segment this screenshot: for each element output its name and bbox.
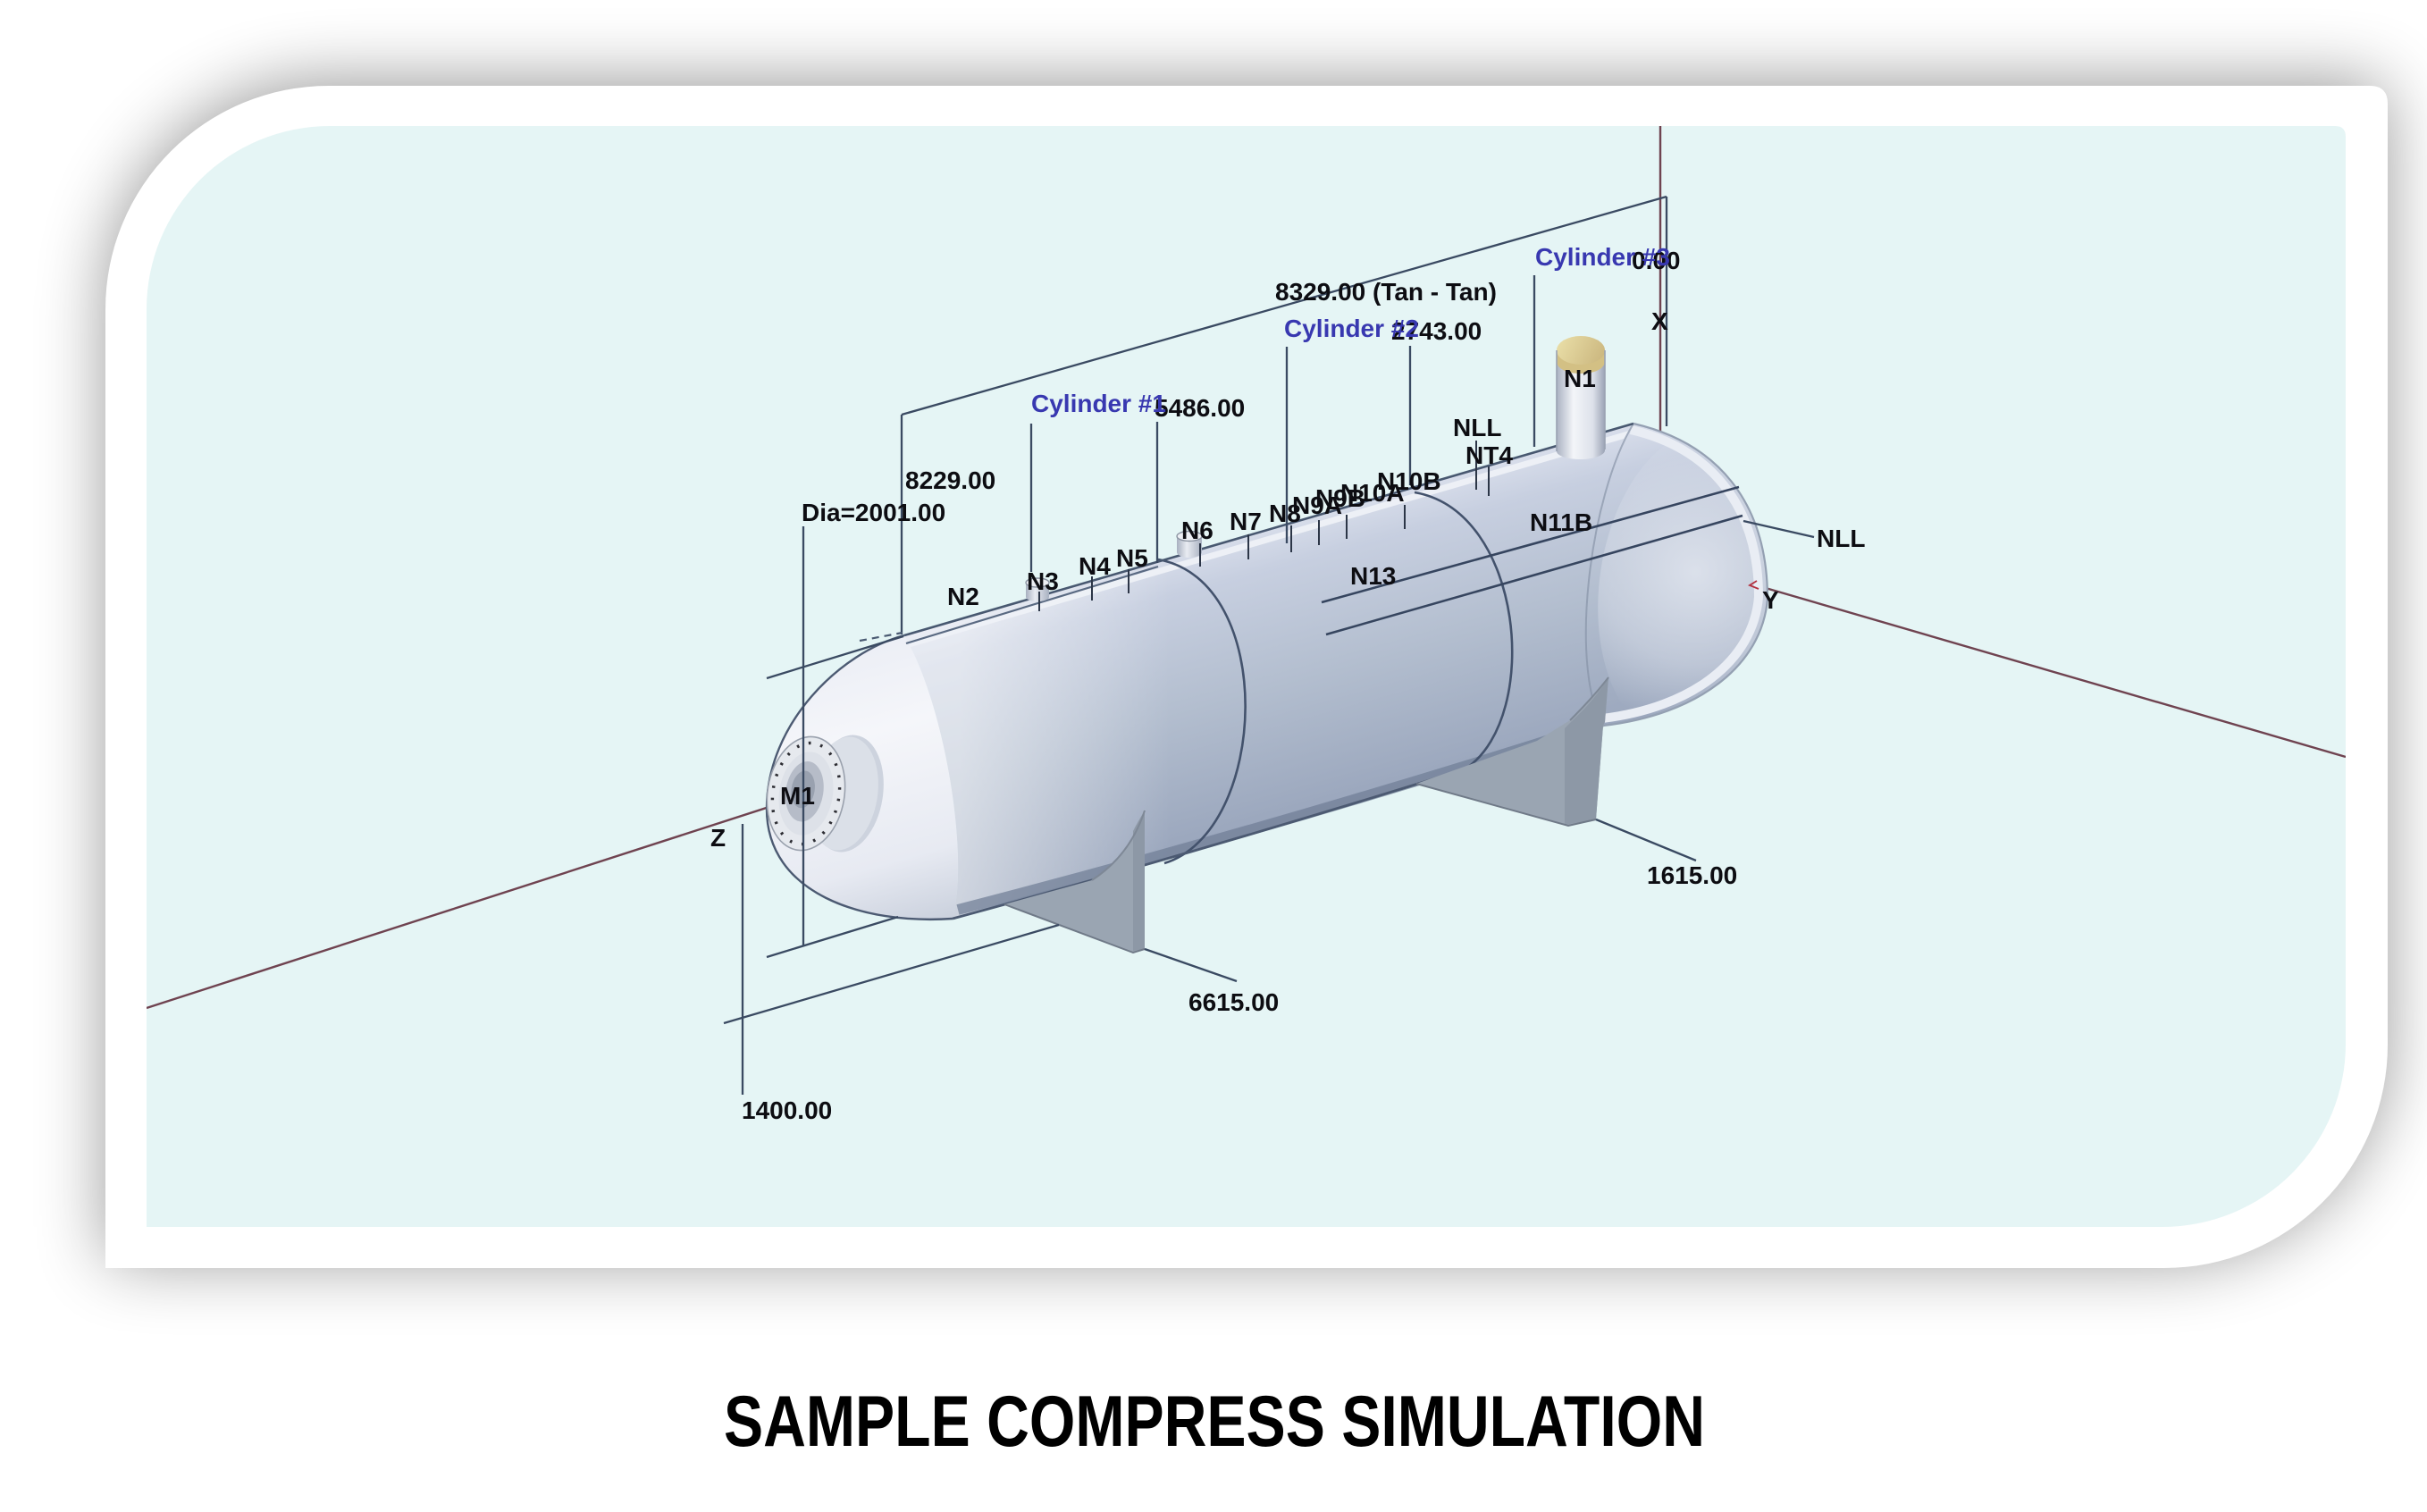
svg-text:N13: N13	[1350, 562, 1396, 590]
svg-text:M1: M1	[780, 782, 815, 810]
svg-text:6615.00: 6615.00	[1188, 988, 1279, 1016]
svg-text:X: X	[1651, 307, 1668, 335]
svg-text:1400.00: 1400.00	[742, 1096, 832, 1124]
svg-text:NLL: NLL	[1453, 414, 1501, 441]
svg-text:N10A: N10A	[1340, 479, 1405, 507]
svg-text:1615.00: 1615.00	[1647, 861, 1737, 889]
svg-text:NT4: NT4	[1465, 441, 1513, 469]
svg-text:Cylinder #2: Cylinder #2	[1284, 315, 1419, 342]
svg-text:N1: N1	[1564, 365, 1596, 392]
svg-text:NLL: NLL	[1817, 525, 1865, 552]
svg-text:N2: N2	[947, 583, 979, 610]
svg-text:Cylinder #1: Cylinder #1	[1031, 390, 1166, 417]
svg-text:N10B: N10B	[1377, 467, 1441, 495]
svg-text:N5: N5	[1116, 544, 1148, 572]
svg-text:0.00: 0.00	[1632, 247, 1681, 274]
svg-text:N11B: N11B	[1530, 508, 1592, 536]
svg-text:N9A: N9A	[1292, 491, 1342, 519]
svg-text:N9B: N9B	[1315, 484, 1365, 512]
svg-text:N4: N4	[1079, 552, 1111, 580]
svg-text:N6: N6	[1181, 517, 1214, 544]
svg-text:Z: Z	[710, 824, 726, 852]
svg-text:SAMPLE COMPRESS SIMULATION: SAMPLE COMPRESS SIMULATION	[724, 1382, 1705, 1462]
svg-text:Dia=2001.00: Dia=2001.00	[802, 499, 945, 526]
svg-text:8229.00: 8229.00	[905, 466, 995, 494]
svg-text:Y: Y	[1762, 586, 1779, 614]
svg-text:8329.00 (Tan - Tan): 8329.00 (Tan - Tan)	[1275, 278, 1497, 306]
svg-text:5486.00: 5486.00	[1155, 394, 1245, 422]
svg-text:N3: N3	[1027, 567, 1059, 595]
svg-text:2743.00: 2743.00	[1391, 317, 1482, 345]
svg-text:N7: N7	[1230, 508, 1262, 535]
svg-text:Cylinder #3: Cylinder #3	[1535, 243, 1670, 271]
svg-text:N8: N8	[1269, 500, 1301, 527]
